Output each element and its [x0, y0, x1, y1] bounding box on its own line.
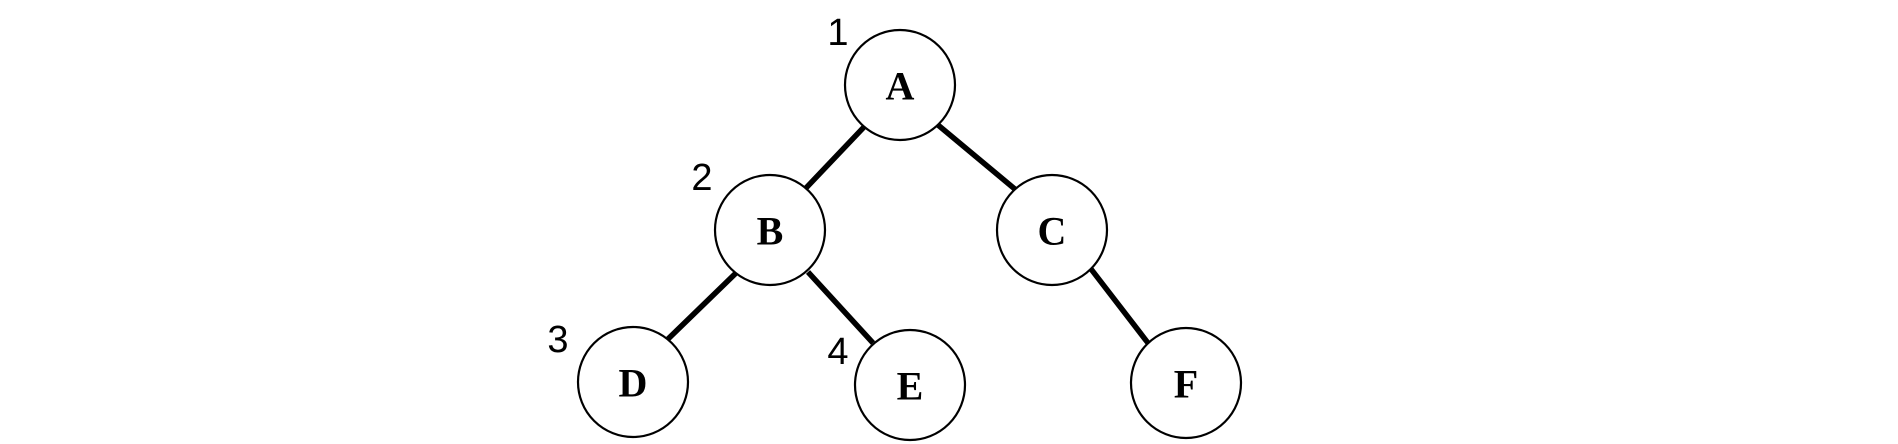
edges-group — [666, 122, 1151, 345]
node-label-a: A — [886, 64, 915, 109]
tree-node-f[interactable]: F — [1129, 326, 1243, 440]
tree-edge-a-c — [936, 122, 1018, 193]
nodes-group: A B C D E F — [576, 28, 1243, 442]
tree-node-c[interactable]: C — [995, 173, 1109, 287]
node-circle-e[interactable] — [853, 328, 967, 442]
tree-node-e[interactable]: E — [853, 328, 967, 442]
node-circle-f[interactable] — [1129, 326, 1243, 440]
tree-edge-b-e — [805, 270, 876, 345]
node-label-f: F — [1174, 362, 1198, 407]
node-label-d: D — [619, 361, 648, 406]
node-label-e: E — [897, 364, 924, 409]
tree-node-d[interactable]: D — [576, 325, 690, 439]
tree-edge-a-b — [804, 125, 866, 190]
node-index-a: 1 — [827, 12, 848, 54]
tree-edge-c-f — [1088, 267, 1151, 345]
node-circle-d[interactable] — [576, 325, 690, 439]
node-index-labels-group: 1 2 3 4 — [547, 12, 848, 373]
tree-node-a[interactable]: A — [843, 28, 957, 142]
node-index-d: 3 — [547, 319, 568, 361]
node-label-b: B — [757, 209, 784, 254]
node-circle-a[interactable] — [843, 28, 957, 142]
tree-edge-b-d — [666, 271, 738, 341]
tree-node-b[interactable]: B — [713, 173, 827, 287]
node-circle-b[interactable] — [713, 173, 827, 287]
node-index-e: 4 — [827, 331, 848, 373]
node-index-b: 2 — [691, 157, 712, 199]
node-circle-c[interactable] — [995, 173, 1109, 287]
node-label-c: C — [1038, 209, 1067, 254]
